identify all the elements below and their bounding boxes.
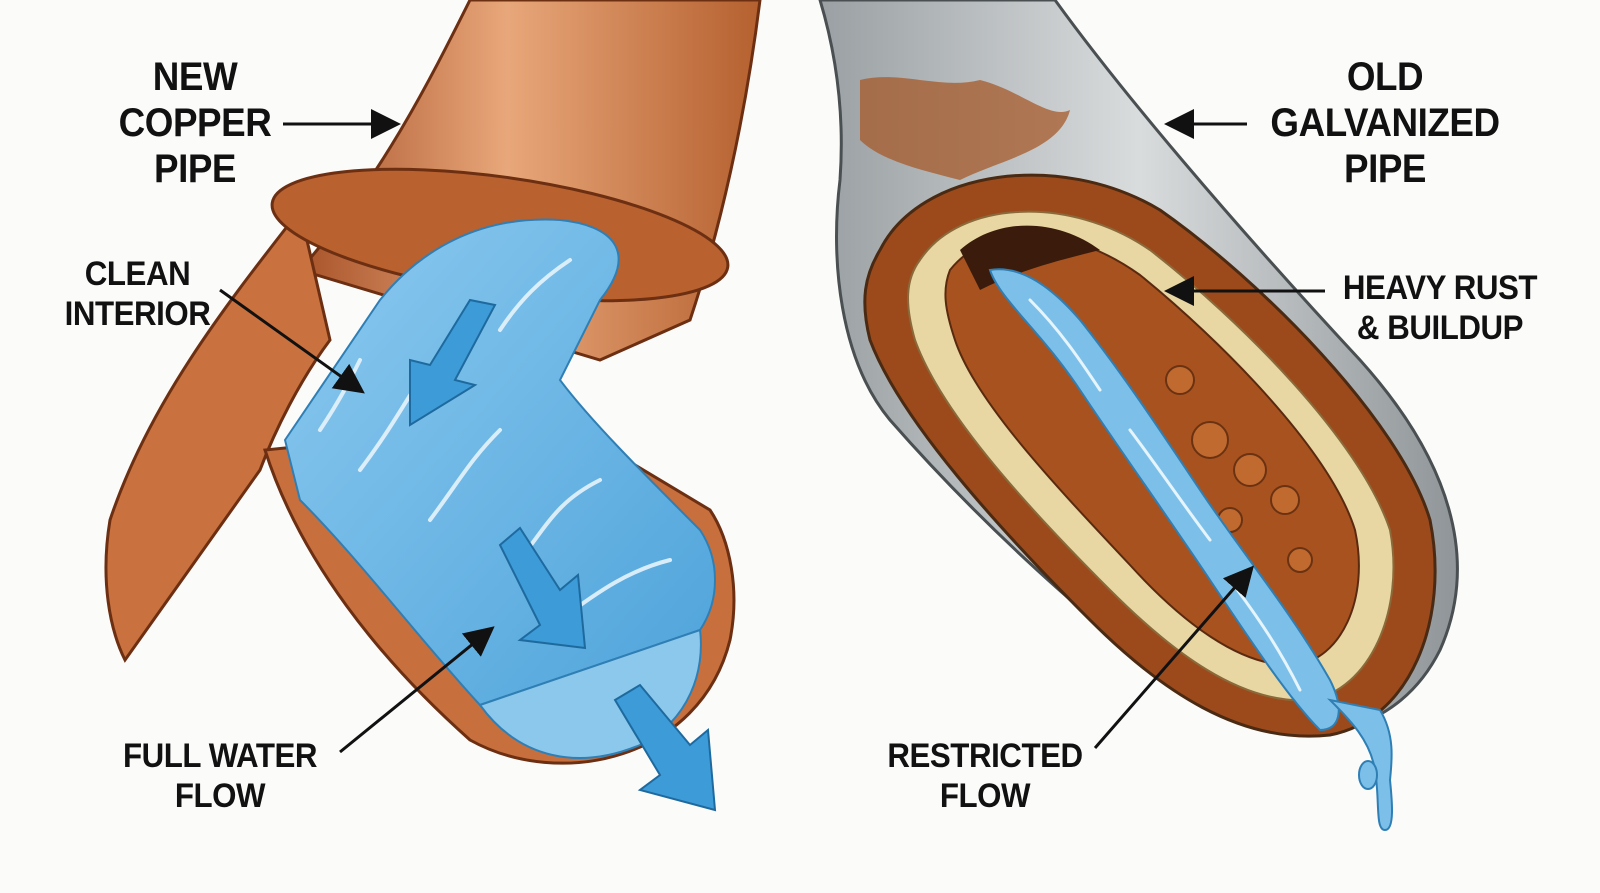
copper-water-body <box>283 218 716 707</box>
flow-arrow-1 <box>409 298 497 427</box>
copper-pipe-left-shell <box>104 206 332 663</box>
label-old-galvanized-pipe: OLD GALVANIZED PIPE <box>1270 55 1500 191</box>
pointer-arrows <box>219 109 1325 754</box>
label-full-water-flow: FULL WATER FLOW <box>122 737 318 815</box>
flow-arrow-2 <box>498 526 587 650</box>
label-heavy-rust-buildup: HEAVY RUST & BUILDUP <box>1342 269 1538 347</box>
copper-pipe <box>104 0 762 812</box>
water-drip <box>1326 698 1393 832</box>
arrow-full-flow <box>339 626 495 754</box>
outflow-arrow <box>613 683 717 812</box>
arrow-clean-interior <box>219 288 365 394</box>
label-restricted-flow: RESTRICTED FLOW <box>887 737 1083 815</box>
restricted-water-channel <box>988 268 1340 732</box>
arrow-restricted <box>1093 565 1254 749</box>
galvanized-pipe <box>818 0 1459 832</box>
label-new-copper-pipe: NEW COPPER PIPE <box>118 55 272 191</box>
label-clean-interior: CLEAN INTERIOR <box>64 255 211 333</box>
